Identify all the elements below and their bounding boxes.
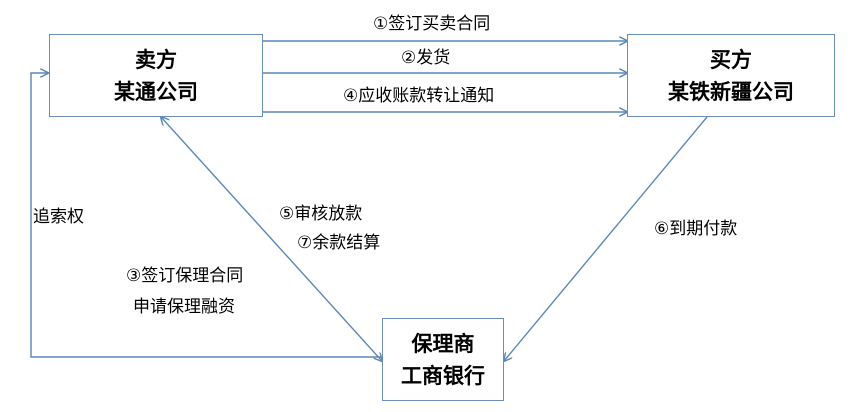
buyer-role: 买方 <box>710 47 752 72</box>
label-recourse: 追索权 <box>33 207 84 227</box>
seller-role: 卖方 <box>135 47 177 72</box>
label-step1: ①签订买卖合同 <box>373 14 491 34</box>
arrow-seller-factor <box>161 117 382 361</box>
label-step3-line2: 申请保理融资 <box>133 297 235 317</box>
buyer-box: 买方 某铁新疆公司 <box>627 34 835 117</box>
label-step6: ⑥到期付款 <box>654 219 738 239</box>
label-step3-line1: ③签订保理合同 <box>126 266 244 286</box>
buyer-name: 某铁新疆公司 <box>668 79 794 104</box>
seller-box: 卖方 某通公司 <box>49 34 263 117</box>
factor-name: 工商银行 <box>401 363 485 388</box>
factor-role: 保理商 <box>411 331 475 356</box>
seller-name: 某通公司 <box>114 79 198 104</box>
factor-box: 保理商 工商银行 <box>382 318 504 401</box>
label-step7: ⑦余款结算 <box>297 233 381 253</box>
label-step4: ④应收账款转让通知 <box>343 86 495 106</box>
arrow-payment <box>504 116 708 361</box>
label-step5: ⑤审核放款 <box>279 204 363 224</box>
label-step2: ②发货 <box>401 48 451 68</box>
